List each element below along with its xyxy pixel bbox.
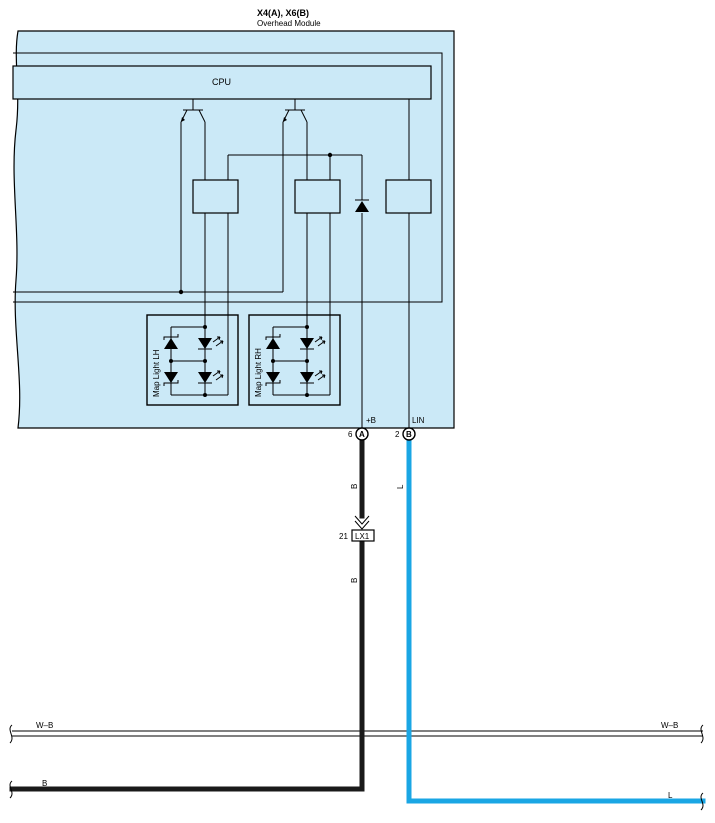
driver-block-rh	[294, 179, 341, 214]
module-name: Overhead Module	[257, 19, 321, 28]
map-light-lh: Map Light LH	[146, 314, 239, 406]
pin-a-number: 6	[348, 430, 353, 439]
driver-block-lh	[192, 179, 239, 214]
transistor-rh	[282, 99, 308, 123]
map-light-lh-label: Map Light LH	[152, 349, 161, 397]
module-code: X4(A), X6(B)	[257, 8, 309, 18]
bus-l-label: L	[668, 791, 673, 800]
power-wire-b-lower	[9, 538, 365, 792]
pin-b-number: 2	[395, 430, 400, 439]
plus-b-distribution	[227, 152, 363, 428]
power-wire-color-lower: B	[350, 578, 359, 583]
lin-interface-block	[385, 179, 432, 214]
ground-return-lines	[13, 122, 284, 295]
map-light-rh: Map Light RH	[248, 314, 341, 406]
bus-wb	[12, 729, 703, 738]
junction-code: LX1	[355, 532, 370, 541]
protection-diode	[355, 199, 369, 212]
pin-a-terminal: 6 A	[348, 427, 369, 441]
junction-pin-number: 21	[339, 532, 348, 541]
terminal-lin-label: LIN	[412, 416, 425, 425]
terminal-plus-b-label: +B	[366, 416, 376, 425]
pin-b-connector: B	[406, 430, 412, 439]
bus-wb-label-left: W–B	[36, 721, 53, 730]
cpu-block	[12, 65, 432, 100]
pin-b-terminal: 2 B	[395, 427, 416, 441]
pin-a-connector: A	[359, 430, 365, 439]
cpu-label: CPU	[212, 77, 231, 87]
lin-wire-l	[406, 437, 706, 804]
break-marks	[9, 724, 704, 811]
junction-connector-lx1: 21 LX1	[339, 515, 375, 542]
bus-wb-label-right: W–B	[661, 721, 678, 730]
lin-wire-color: L	[396, 484, 405, 489]
transistor-lh	[180, 99, 206, 123]
bus-b-label: B	[42, 779, 47, 788]
power-wire-color-upper: B	[350, 484, 359, 489]
map-light-rh-label: Map Light RH	[254, 348, 263, 397]
